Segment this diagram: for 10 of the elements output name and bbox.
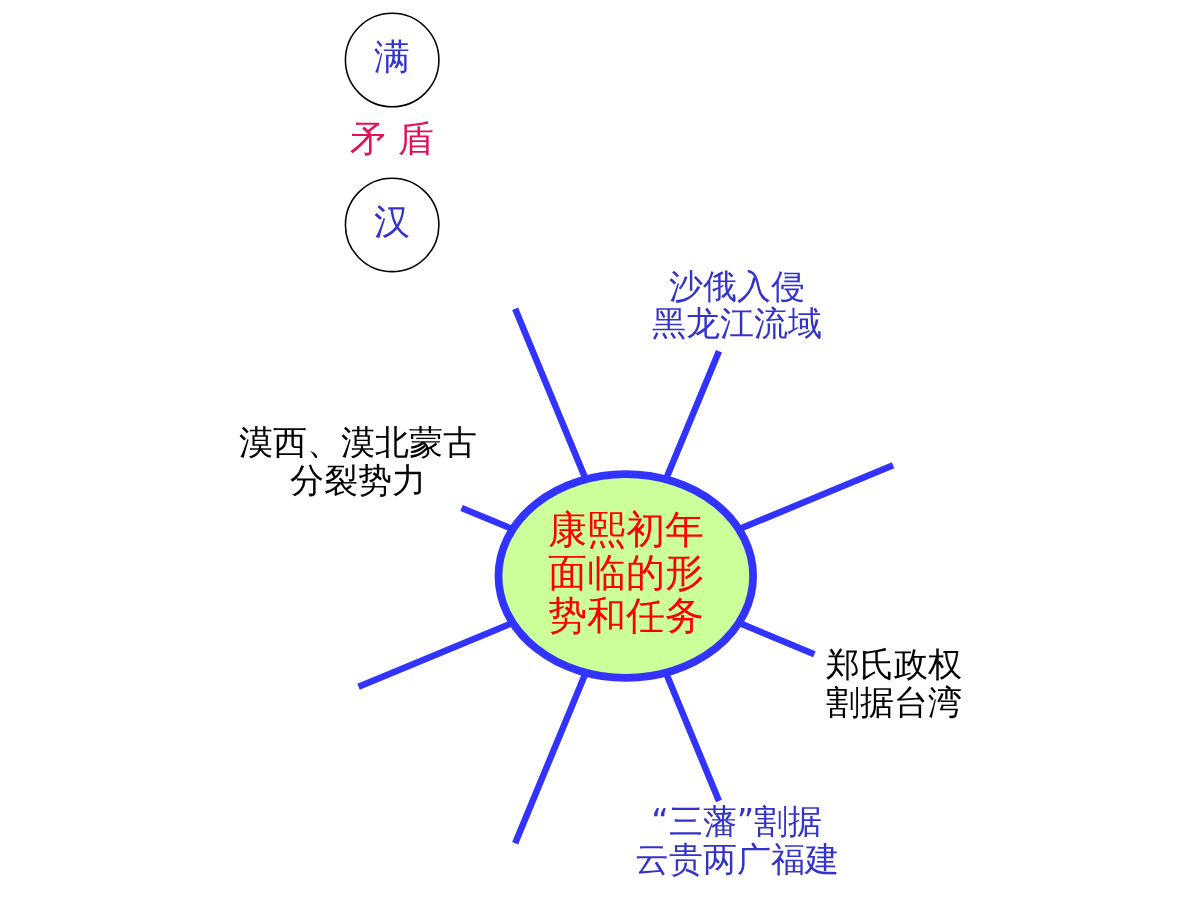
node-text: “三藩”割据云贵两广福建 (634, 802, 839, 879)
connector (356, 620, 513, 690)
node-text: 沙俄入侵黑龙江流域 (651, 266, 822, 344)
connector (459, 505, 513, 532)
label: 矛 盾 (349, 117, 434, 161)
node-text: 郑氏政权割据台湾 (825, 645, 962, 722)
node-circle: 满 (344, 12, 440, 108)
node-ellipse: 康熙初年面临的形势和任务 (494, 470, 757, 682)
node-text: 漠西、漠北蒙古分裂势力 (238, 423, 477, 501)
node-circle: 汉 (344, 177, 440, 273)
